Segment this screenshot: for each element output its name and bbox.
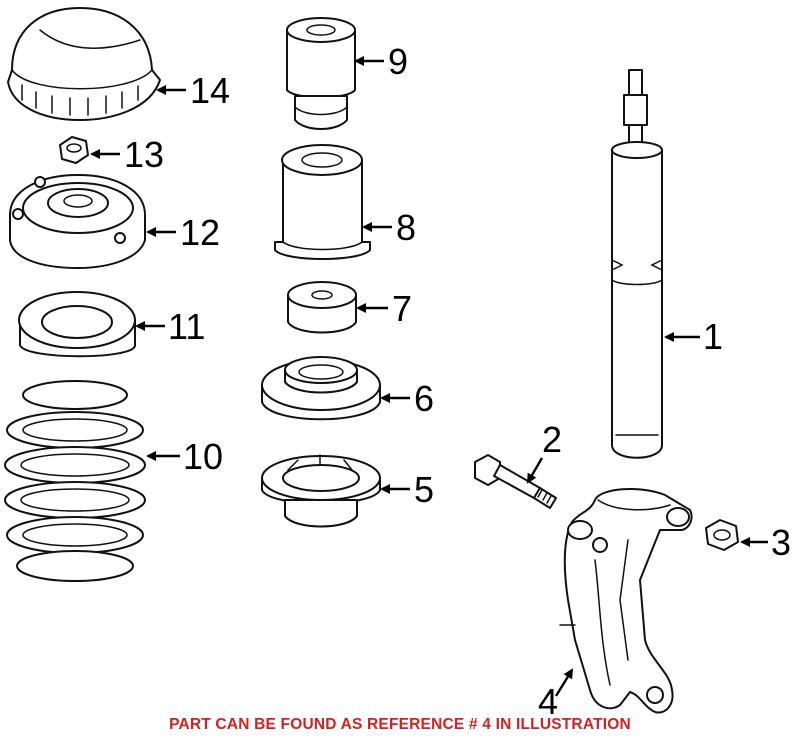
callout-11: 11 [168,306,205,347]
callout-3: 3 [771,522,791,563]
leader-4 [554,668,574,697]
part-10-coil-spring [4,380,146,582]
callout-8: 8 [396,207,416,248]
callout-5: 5 [414,469,434,510]
reference-note: PART CAN BE FOUND AS REFERENCE # 4 IN IL… [169,716,631,733]
callout-9: 9 [388,41,408,82]
part-12-strut-mount [9,174,146,269]
callout-7: 7 [392,288,412,329]
callout-14: 14 [190,70,230,111]
part-7-isolator [287,281,357,334]
part-13-nut [59,136,89,164]
part-1-shock-absorber [611,69,663,459]
part-8-dust-boot [274,144,371,260]
callout-1: 1 [703,316,723,357]
leader-lines [90,56,768,697]
callout-4: 4 [538,681,558,722]
callout-12: 12 [180,212,220,253]
callout-numbers: 1 2 3 4 5 6 7 8 9 10 11 12 13 14 [124,41,791,722]
callout-10: 10 [183,436,223,477]
callout-6: 6 [414,378,434,419]
callout-13: 13 [124,134,164,175]
part-6-spring-seat [261,356,381,421]
part-4-steering-knuckle [559,488,693,714]
part-2-bolt [474,454,557,509]
part-5-insulator [261,454,381,528]
part-9-bump-stop [286,17,356,130]
part-3-nut [705,519,739,551]
callout-2: 2 [542,419,562,460]
leader-2 [526,457,544,484]
part-14-strut-cap [7,7,161,121]
part-11-spring-seat [18,291,137,358]
